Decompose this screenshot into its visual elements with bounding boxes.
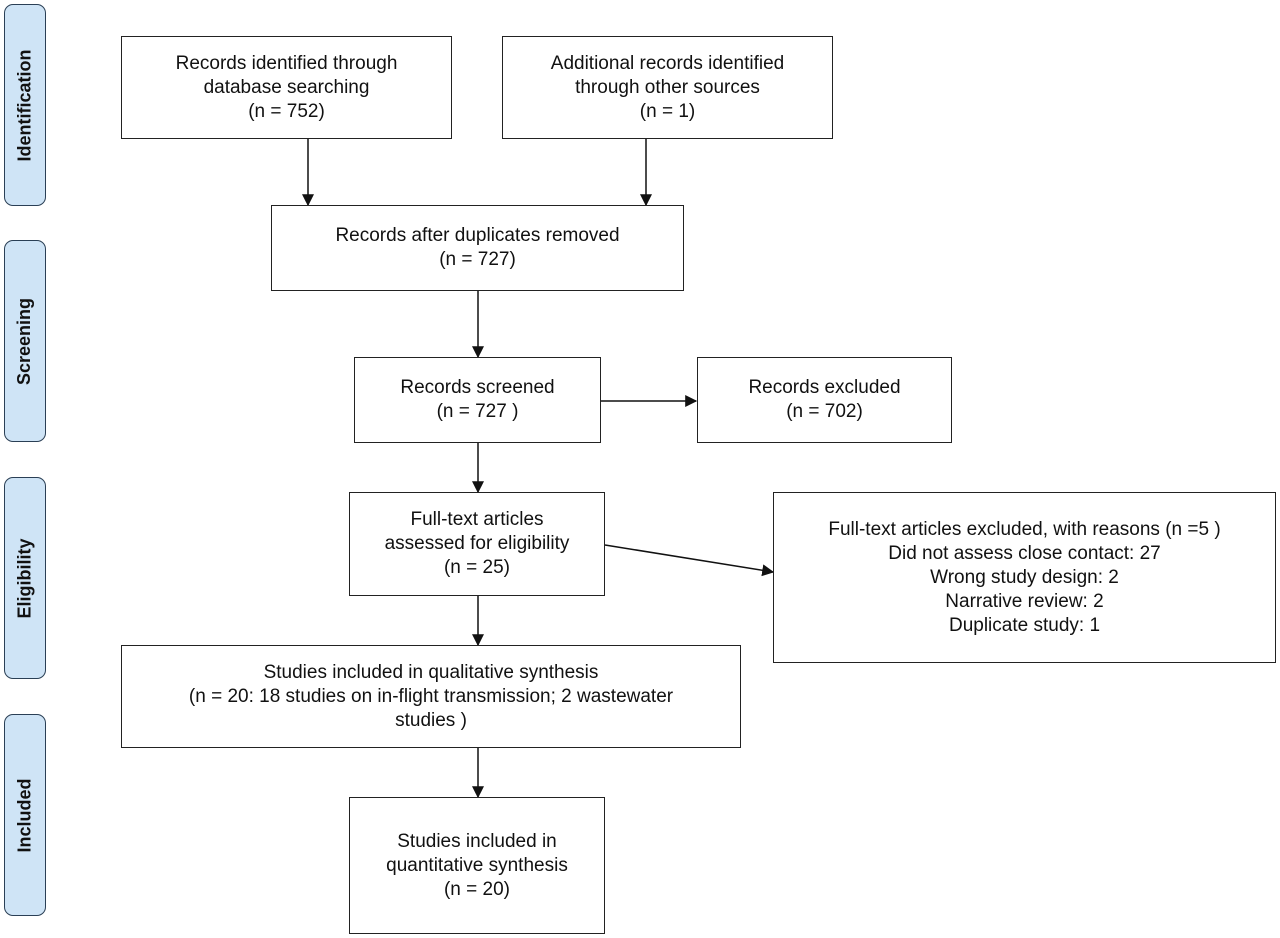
after-duplicates-line-1: Records after duplicates removed (335, 225, 620, 246)
fulltext-assessed-line-1: Full-text articles (410, 509, 544, 530)
database-records-count: (n = 752) (248, 100, 325, 122)
qualitative-line-3: studies ) (395, 709, 467, 731)
box-fulltext-excluded: Full-text articles excluded, with reason… (773, 492, 1276, 663)
other-records-line-2: through other sources (575, 76, 760, 98)
excluded-count: (n = 702) (786, 401, 863, 422)
box-records-screened: Records screened (n = 727 ) (354, 357, 601, 443)
quantitative-count: (n = 20) (443, 878, 510, 900)
reason-study-design: Wrong study design: 2 (930, 566, 1119, 588)
box-database-records: Records identified through database sear… (121, 36, 452, 139)
database-records-line-1: Records identified through (175, 52, 398, 74)
other-records-line-1: Additional records identified (550, 52, 785, 74)
phase-eligibility: Eligibility (4, 477, 46, 679)
arrow-fulltext-to-excluded (604, 544, 775, 577)
reason-close-contact: Did not assess close contact: 27 (888, 542, 1161, 564)
other-records-count: (n = 1) (639, 100, 696, 122)
fulltext-excluded-header: Full-text articles excluded, with reason… (828, 518, 1221, 540)
fulltext-assessed-count: (n = 25) (443, 557, 510, 578)
database-records-line-2: database searching (203, 76, 370, 98)
box-fulltext-assessed: Full-text articles assessed for eligibil… (349, 492, 605, 596)
after-duplicates-count: (n = 727) (439, 249, 516, 270)
excluded-line-1: Records excluded (748, 377, 901, 398)
qualitative-line-1: Studies included in qualitative synthesi… (263, 661, 599, 683)
quantitative-line-2: quantitative synthesis (386, 854, 568, 876)
box-after-duplicates: Records after duplicates removed (n = 72… (271, 205, 684, 291)
phase-screening: Screening (4, 240, 46, 442)
quantitative-line-1: Studies included in (397, 830, 557, 852)
box-records-excluded: Records excluded (n = 702) (697, 357, 952, 443)
qualitative-line-2: (n = 20: 18 studies on in-flight transmi… (188, 685, 674, 707)
box-qualitative-synthesis: Studies included in qualitative synthesi… (121, 645, 741, 748)
reason-duplicate-study: Duplicate study: 1 (948, 614, 1101, 636)
screened-count: (n = 727 ) (436, 401, 519, 422)
box-quantitative-synthesis: Studies included in quantitative synthes… (349, 797, 605, 934)
phase-identification: Identification (4, 4, 46, 206)
fulltext-assessed-line-2: assessed for eligibility (384, 533, 570, 554)
reason-narrative-review: Narrative review: 2 (945, 590, 1104, 612)
phase-included: Included (4, 714, 46, 916)
box-other-records: Additional records identified through ot… (502, 36, 833, 139)
screened-line-1: Records screened (400, 377, 555, 398)
